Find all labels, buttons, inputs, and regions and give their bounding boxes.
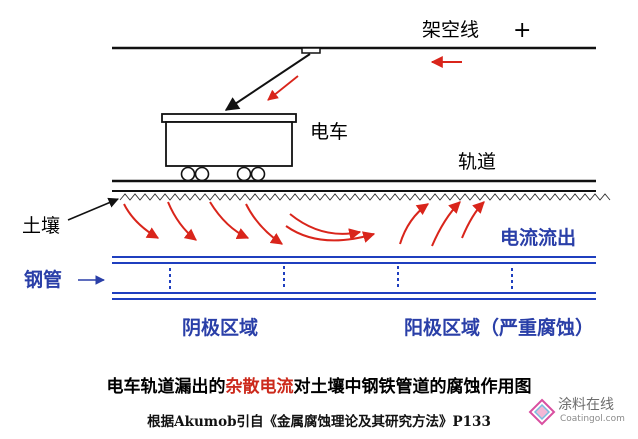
pantograph-contact <box>301 47 321 54</box>
pole-current-arrow <box>267 75 299 101</box>
watermark: 涂料在线 Coatingol.com <box>528 392 632 434</box>
tram-wheel <box>236 166 252 182</box>
stray-current-arrows <box>123 201 485 247</box>
pipe-label: 钢管 <box>24 268 62 291</box>
tram-body <box>165 121 293 167</box>
overhead-line-label: 架空线 <box>422 19 479 41</box>
tram-label: 电车 <box>310 121 348 143</box>
anode-zone-label: 阳极区域（严重腐蚀） <box>404 316 594 339</box>
tram-wheel <box>180 166 196 182</box>
pipe-current-markers <box>169 266 513 290</box>
tram-wheel <box>194 166 210 182</box>
positive-sign: + <box>513 18 531 43</box>
watermark-url: Coatingol.com <box>560 414 625 424</box>
caption-highlight: 杂散电流 <box>225 377 294 397</box>
caption-part-1: 电车轨道漏出的 <box>106 377 226 397</box>
watermark-logo-icon <box>528 398 556 426</box>
source-citation: 根据Akumob引自《金属腐蚀理论及其研究方法》P133 <box>147 414 491 430</box>
caption-part-2: 对土壤中钢铁管道的腐蚀作用图 <box>293 377 532 397</box>
current-out-label: 电流流出 <box>500 226 576 249</box>
rail-label: 轨道 <box>458 151 496 173</box>
soil-pointer <box>67 197 119 221</box>
tram-roof <box>161 113 297 123</box>
soil-hatch <box>119 193 611 201</box>
cathode-zone-label: 阴极区域 <box>182 316 258 339</box>
trolley-pole <box>224 53 311 111</box>
watermark-text: 涂料在线 <box>558 397 614 413</box>
soil-label: 土壤 <box>22 215 60 237</box>
figure-caption: 电车轨道漏出的杂散电流对土壤中钢铁管道的腐蚀作用图 <box>0 372 638 397</box>
tram-wheel <box>250 166 266 182</box>
